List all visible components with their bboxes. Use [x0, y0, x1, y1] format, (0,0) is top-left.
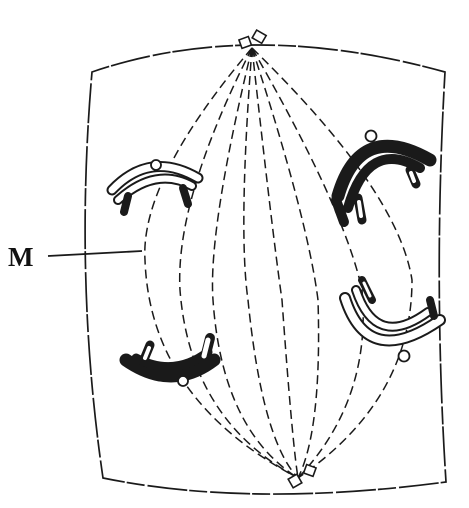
cell-membrane — [85, 45, 446, 494]
spindle-fiber — [180, 48, 298, 478]
spindle-fiber — [252, 48, 298, 478]
label-m: M — [8, 242, 142, 272]
chromosome-icon — [345, 280, 440, 362]
spindle-fiber — [252, 48, 363, 478]
spindle-fiber — [212, 48, 298, 478]
chromosome-icon — [336, 131, 430, 223]
spindle-fiber — [252, 48, 319, 478]
chromosome-icon — [112, 160, 198, 212]
spindle-fiber — [252, 48, 412, 478]
label-m-text: M — [8, 242, 33, 272]
chromosome-icon — [126, 338, 214, 386]
centrosome-icon — [288, 465, 316, 488]
label-m-leader-line — [48, 251, 142, 256]
spindle-fiber — [244, 48, 298, 478]
spindle-fibers — [145, 48, 412, 478]
